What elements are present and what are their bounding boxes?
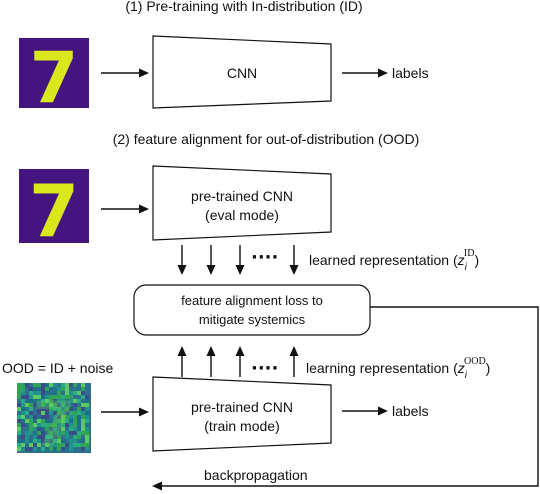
section1-title: (1) Pre-training with In-distribution (I… — [125, 0, 362, 14]
train-cnn-label-line1: pre-trained CNN — [191, 399, 293, 415]
cnn-label: CNN — [227, 65, 257, 81]
learned-representation-label: learned representation (zi ID) — [309, 248, 479, 273]
ood-noise-image: 7 — [17, 383, 91, 461]
eval-cnn-label-line1: pre-trained CNN — [191, 188, 293, 204]
mnist-digit-2: 7 — [29, 169, 79, 253]
alignment-loss-line1: feature alignment loss to — [181, 293, 323, 308]
ood-label: OOD = ID + noise — [2, 360, 113, 376]
labels-output-1: labels — [392, 65, 429, 81]
learned-rep-var: z — [457, 252, 465, 268]
arrow-ood-to-train-cnn — [101, 407, 149, 417]
learning-rep-close: ) — [486, 360, 491, 376]
mnist-digit-image-2: 7 — [19, 169, 89, 253]
eval-cnn-label-line2: (eval mode) — [205, 207, 279, 223]
learning-rep-text: learning representation ( — [306, 360, 458, 376]
learned-rep-sub: i — [465, 262, 468, 273]
mnist-digit: 7 — [30, 37, 79, 119]
backpropagation-label: backpropagation — [204, 467, 308, 483]
backpropagation-arrow — [152, 306, 539, 491]
cnn-box — [152, 35, 332, 109]
learning-rep-var: z — [457, 360, 465, 376]
learned-rep-sup: ID — [464, 248, 475, 259]
mnist-digit-image: 7 — [19, 37, 89, 119]
arrow-train-cnn-to-labels — [342, 406, 388, 416]
section2-title: (2) feature alignment for out-of-distrib… — [113, 131, 420, 147]
alignment-loss-line2: mitigate systemics — [199, 312, 306, 327]
arrow-cnn-to-labels — [342, 68, 388, 78]
learning-rep-sup: OOD — [464, 356, 486, 367]
eval-cnn-box — [152, 165, 332, 241]
alignment-loss-box — [133, 284, 371, 336]
train-cnn-label-line2: (train mode) — [204, 418, 279, 434]
learning-ellipsis: ···· — [251, 358, 278, 379]
learning-representation-label: learning representation (zi OOD) — [306, 356, 490, 381]
train-cnn-box — [152, 376, 332, 452]
learned-representation-arrows — [177, 245, 299, 275]
learned-rep-close: ) — [474, 252, 479, 268]
ood-digit-faint: 7 — [32, 388, 75, 461]
arrow-image-to-cnn — [101, 68, 149, 78]
arrow-image-to-eval-cnn — [101, 204, 149, 214]
learning-rep-sub: i — [465, 370, 468, 381]
learned-ellipsis: ···· — [251, 247, 278, 268]
labels-output-2: labels — [392, 403, 429, 419]
learned-rep-text: learned representation ( — [309, 252, 458, 268]
learning-representation-arrows — [177, 346, 299, 377]
